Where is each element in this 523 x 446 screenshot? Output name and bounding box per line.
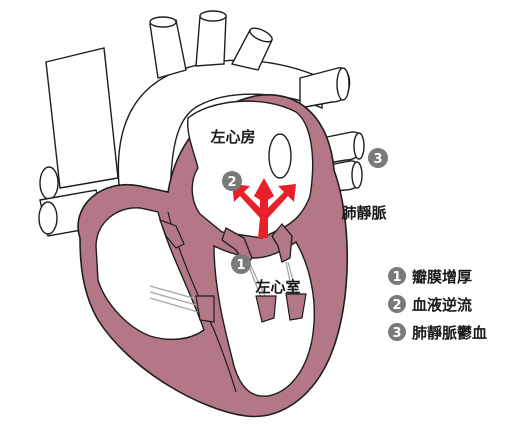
heart	[77, 94, 349, 418]
svg-text:1: 1	[236, 258, 245, 273]
aorta	[117, 10, 351, 211]
svg-text:血液逆流: 血液逆流	[412, 296, 472, 314]
chordae-tendineae	[149, 261, 299, 313]
legend-item-2: 2 血液逆流	[388, 295, 472, 314]
marker-2: 2	[222, 171, 242, 191]
legend-item-1: 1 瓣膜增厚	[388, 267, 472, 286]
regurgitation-arrow	[232, 178, 296, 238]
label-left-atrium: 左心房	[209, 128, 255, 146]
legend-item-3: 3 肺靜脈鬱血	[388, 323, 487, 342]
marker-1: 1	[231, 254, 251, 274]
label-pulmonary-vein: 肺靜脈	[341, 204, 386, 222]
papillary-muscle-left	[255, 295, 277, 323]
label-left-ventricle: 左心室	[254, 278, 300, 296]
left-atrium-chamber	[186, 100, 314, 239]
svg-text:2: 2	[392, 298, 401, 313]
tricuspid-leaflet	[158, 218, 185, 249]
svg-text:肺靜脈鬱血: 肺靜脈鬱血	[412, 324, 487, 342]
aortic-branch-1	[149, 19, 187, 79]
pulmonary-vein-opening	[268, 133, 292, 179]
papillary-muscle-right	[285, 293, 307, 321]
svg-text:2: 2	[227, 175, 236, 190]
papillary-muscle-rv	[195, 295, 215, 323]
svg-text:瓣膜增厚: 瓣膜增厚	[412, 268, 472, 286]
marker-3: 3	[368, 148, 388, 168]
svg-text:1: 1	[392, 270, 401, 285]
svg-text:3: 3	[373, 152, 382, 167]
legend: 1 瓣膜增厚 2 血液逆流 3 肺靜脈鬱血	[388, 267, 487, 342]
svg-text:3: 3	[392, 326, 401, 341]
mitral-leaflet-right	[271, 222, 293, 263]
aortic-branch-2	[195, 15, 227, 67]
